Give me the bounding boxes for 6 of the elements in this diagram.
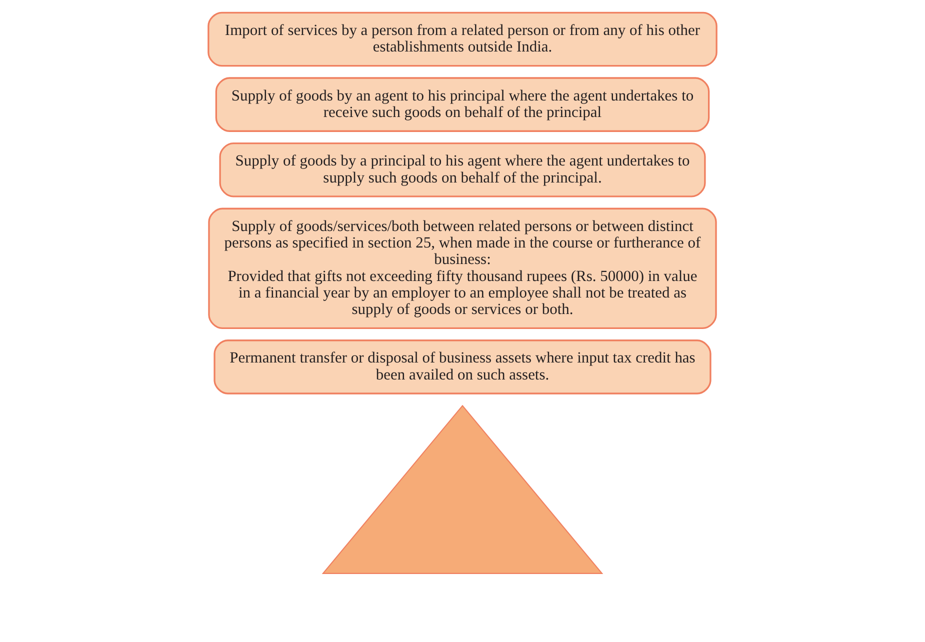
node-triangle [322,404,604,574]
node-box: Supply of goods by an agent to his principal where the agent undertakes to receive such goods on behalf of the principal [215,77,710,132]
node-box: Import of services by a person from a related person or from any of his other establishments outside India. [208,12,718,67]
node-box: Supply of goods by a principal to his agent where the agent undertakes to supply such goods on behalf of the principal. [219,142,706,198]
node-box: Supply of goods/services/both between related persons or between distinct persons as specified in section 25, when made in the course or furtherance of business: Provided that gifts not exceeding fifty thousand rupees (Rs. 50000) in value in a financial year by an employer to an employee shall not be treated as supply of goods or services or both. [208,208,717,330]
node-box: Permanent transfer or disposal of business assets where input tax credit has been availed on such assets. [214,340,712,394]
